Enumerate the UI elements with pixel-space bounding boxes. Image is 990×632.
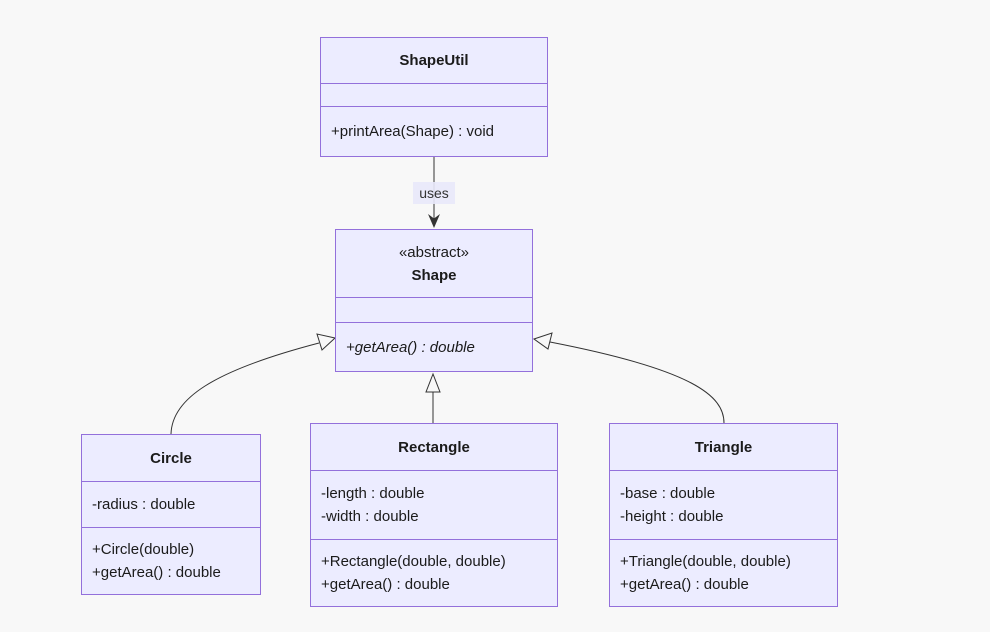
attribute: -radius : double <box>92 496 196 513</box>
class-rectangle: Rectangle -length : double -width : doub… <box>310 423 558 607</box>
class-attributes: -length : double -width : double <box>311 470 557 539</box>
class-title: ShapeUtil <box>321 38 547 83</box>
class-attributes: -radius : double <box>82 481 260 527</box>
class-name: ShapeUtil <box>399 52 469 69</box>
inheritance-arrowhead-icon <box>425 372 441 393</box>
attribute: -height : double <box>620 508 724 525</box>
edge-label-uses: uses <box>413 182 455 204</box>
inheritance-arrowhead-icon <box>532 332 553 350</box>
class-shape: «abstract» Shape +getArea() : double <box>335 229 533 372</box>
edge-label-text: uses <box>419 185 449 201</box>
class-circle: Circle -radius : double +Circle(double) … <box>81 434 261 595</box>
class-name: Rectangle <box>398 438 470 456</box>
class-attributes <box>321 83 547 106</box>
method: +getArea() : double <box>620 576 749 593</box>
class-stereotype: «abstract» <box>398 243 470 261</box>
class-name: Shape <box>411 266 457 284</box>
method: +printArea(Shape) : void <box>331 123 495 140</box>
inheritance-edge-circle-to-shape <box>170 342 320 435</box>
method: +Rectangle(double, double) <box>321 553 506 570</box>
attribute: -length : double <box>321 485 425 502</box>
class-methods: +Rectangle(double, double) +getArea() : … <box>311 539 557 606</box>
class-title: Triangle <box>610 424 837 470</box>
class-attributes: -base : double -height : double <box>610 470 837 539</box>
inheritance-arrowhead-icon <box>316 333 337 351</box>
class-attributes <box>336 297 532 322</box>
method: +getArea() : double <box>92 564 221 581</box>
dependency-arrowhead-icon <box>428 214 440 228</box>
inheritance-edge-triangle-to-shape <box>549 341 725 424</box>
method: +Triangle(double, double) <box>620 553 791 570</box>
attribute: -width : double <box>321 508 419 525</box>
class-title: «abstract» Shape <box>336 230 532 297</box>
class-name: Triangle <box>694 438 753 456</box>
class-methods: +Circle(double) +getArea() : double <box>82 527 260 594</box>
method: +getArea() : double <box>346 338 475 356</box>
class-triangle: Triangle -base : double -height : double… <box>609 423 838 607</box>
class-methods: +printArea(Shape) : void <box>321 106 547 156</box>
class-title: Circle <box>82 435 260 481</box>
method: +getArea() : double <box>321 576 450 593</box>
class-shapeutil: ShapeUtil +printArea(Shape) : void <box>320 37 548 157</box>
attribute: -base : double <box>620 485 716 502</box>
class-title: Rectangle <box>311 424 557 470</box>
method: +Circle(double) <box>92 541 195 558</box>
class-name: Circle <box>150 449 192 467</box>
class-methods: +getArea() : double <box>336 322 532 371</box>
class-methods: +Triangle(double, double) +getArea() : d… <box>610 539 837 606</box>
